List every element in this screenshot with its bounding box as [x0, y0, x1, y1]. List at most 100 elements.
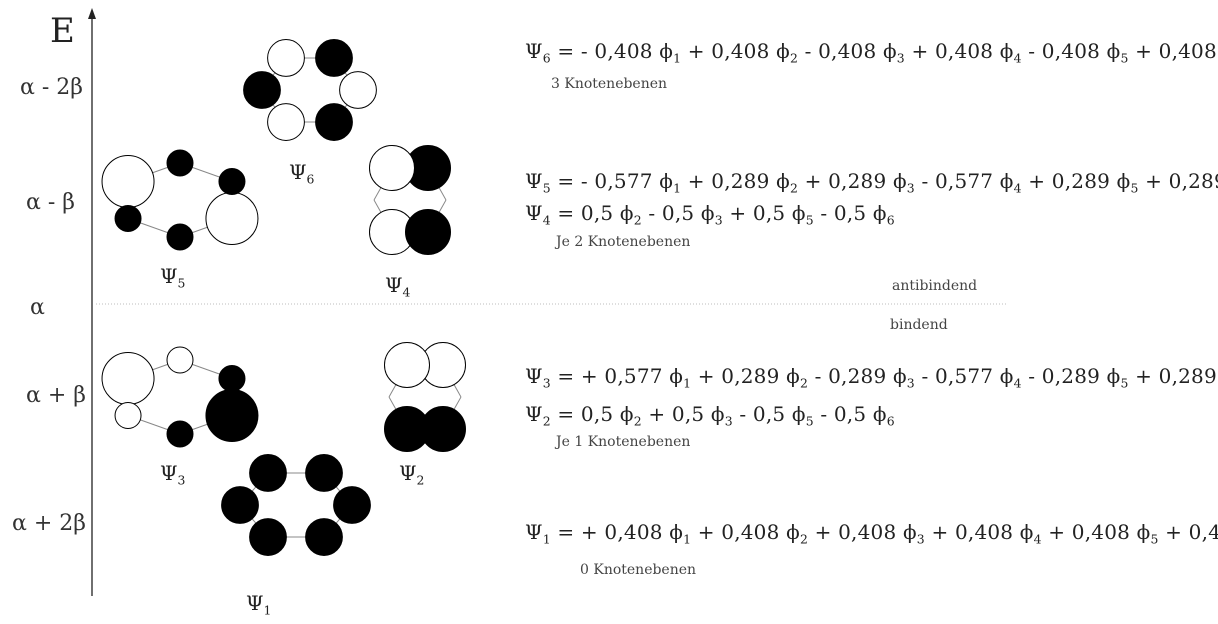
coefficient: + 0,408: [697, 520, 787, 544]
coefficient: + 0,408: [687, 39, 777, 63]
psi-symbol: Ψ: [525, 169, 543, 193]
orbital-label-psi-1: Ψ1: [246, 593, 271, 616]
psi-index: 2: [542, 413, 551, 429]
coefficient: 0,5: [580, 201, 620, 225]
psi-index: 1: [263, 602, 272, 618]
phi-symbol: ϕ: [999, 364, 1014, 388]
energy-level-alpha-minus-beta: α - β: [26, 190, 75, 215]
psi-index: 6: [542, 50, 551, 66]
phi-index: 3: [714, 212, 723, 228]
phi-symbol: ϕ: [619, 201, 634, 225]
energy-level-alpha-plus-beta: α + β: [26, 383, 86, 408]
orbital-label-psi-3: Ψ3: [160, 461, 185, 486]
phi-symbol: ϕ: [786, 520, 800, 544]
phi-symbol: ϕ: [791, 402, 806, 426]
coefficient: + 0,289: [1145, 169, 1218, 193]
equation-note-psi-6: 3 Knotenebenen: [551, 76, 668, 92]
positive-lobe: [221, 486, 259, 524]
psi-symbol: Ψ: [385, 273, 403, 297]
coefficient: + 0,5: [648, 402, 711, 426]
phi-symbol: ϕ: [669, 520, 684, 544]
energy-level-alpha-plus-2beta: α + 2β: [12, 511, 86, 536]
phi-symbol: ϕ: [892, 364, 907, 388]
phi-symbol: ϕ: [999, 39, 1014, 63]
phi-index: 6: [886, 212, 895, 228]
equation-note-psi-2: Je 1 Knotenebenen: [556, 434, 691, 450]
energy-axis-arrowhead: [88, 8, 96, 19]
positive-lobe: [333, 486, 371, 524]
psi-index: 5: [542, 180, 551, 196]
coefficient: + 0,408: [1165, 520, 1218, 544]
negative-lobe: [267, 103, 305, 141]
phi-index: 2: [799, 375, 809, 391]
equals-sign: =: [550, 201, 581, 225]
phi-symbol: ϕ: [892, 169, 907, 193]
equation-psi-3: Ψ3 = + 0,577 ϕ1 + 0,289 ϕ2 - 0,289 ϕ3 - …: [525, 364, 1218, 389]
coefficient: + 0,577: [580, 364, 670, 388]
positive-lobe: [315, 39, 353, 77]
psi-symbol: Ψ: [525, 402, 543, 426]
negative-lobe: [205, 192, 259, 245]
phi-symbol: ϕ: [872, 201, 887, 225]
psi-index: 3: [177, 472, 186, 488]
phi-symbol: ϕ: [669, 364, 684, 388]
coefficient: - 0,5: [648, 201, 701, 225]
phi-symbol: ϕ: [791, 201, 806, 225]
equation-psi-2: Ψ2 = 0,5 ϕ2 + 0,5 ϕ3 - 0,5 ϕ5 - 0,5 ϕ6: [525, 402, 895, 427]
coefficient: - 0,289: [814, 364, 893, 388]
psi-index: 2: [416, 472, 425, 488]
phi-symbol: ϕ: [902, 520, 917, 544]
coefficient: - 0,289: [1028, 364, 1107, 388]
coefficient: - 0,408: [804, 39, 883, 63]
positive-lobe: [166, 223, 194, 251]
negative-lobe: [267, 39, 305, 77]
phi-index: 3: [724, 413, 733, 429]
phi-index: 5: [1130, 180, 1139, 196]
positive-lobe: [166, 420, 194, 448]
phi-index: 5: [1150, 531, 1159, 547]
phi-index: 2: [799, 531, 809, 547]
phi-index: 4: [1013, 180, 1022, 196]
positive-lobe: [243, 71, 281, 109]
orbital-psi-3: [101, 346, 259, 448]
psi-symbol: Ψ: [160, 461, 178, 485]
positive-lobe: [166, 149, 194, 177]
equation-psi-4: Ψ4 = 0,5 ϕ2 - 0,5 ϕ3 + 0,5 ϕ5 - 0,5 ϕ6: [525, 201, 895, 226]
phi-symbol: ϕ: [786, 364, 800, 388]
phi-index: 6: [886, 413, 895, 429]
equals-sign: =: [550, 39, 581, 63]
coefficient: + 0,289: [687, 169, 777, 193]
phi-symbol: ϕ: [882, 39, 897, 63]
equation-psi-1: Ψ1 = + 0,408 ϕ1 + 0,408 ϕ2 + 0,408 ϕ3 + …: [525, 520, 1218, 545]
orbital-label-psi-4: Ψ4: [385, 273, 410, 298]
phi-index: 4: [1013, 50, 1022, 66]
psi-index: 5: [177, 275, 186, 291]
coefficient: + 0,289: [804, 169, 893, 193]
psi-symbol: Ψ: [525, 201, 543, 225]
coefficient: + 0,289: [697, 364, 787, 388]
positive-lobe: [315, 103, 353, 141]
phi-symbol: ϕ: [1019, 520, 1034, 544]
region-label-bonding: bindend: [890, 317, 948, 333]
equation-psi-5: Ψ5 = - 0,577 ϕ1 + 0,289 ϕ2 + 0,289 ϕ3 - …: [525, 169, 1218, 194]
coefficient: + 0,408: [931, 520, 1020, 544]
negative-lobe: [339, 71, 377, 109]
coefficient: + 0,408: [580, 520, 670, 544]
equation-note-psi-4: Je 2 Knotenebenen: [556, 234, 691, 250]
coefficient: - 0,408: [580, 39, 660, 63]
equals-sign: =: [550, 364, 581, 388]
positive-lobe: [218, 168, 246, 195]
positive-lobe: [420, 406, 466, 453]
psi-symbol: Ψ: [289, 160, 307, 184]
region-label-antibonding: antibindend: [892, 278, 978, 294]
orbital-psi-6: [243, 39, 377, 141]
phi-symbol: ϕ: [1106, 39, 1121, 63]
phi-index: 5: [1120, 50, 1129, 66]
phi-symbol: ϕ: [659, 39, 674, 63]
psi-index: 1: [542, 531, 551, 547]
positive-lobe: [405, 209, 451, 256]
psi-symbol: Ψ: [399, 461, 417, 485]
negative-lobe: [101, 352, 155, 405]
phi-symbol: ϕ: [710, 402, 725, 426]
psi-index: 4: [402, 284, 411, 300]
